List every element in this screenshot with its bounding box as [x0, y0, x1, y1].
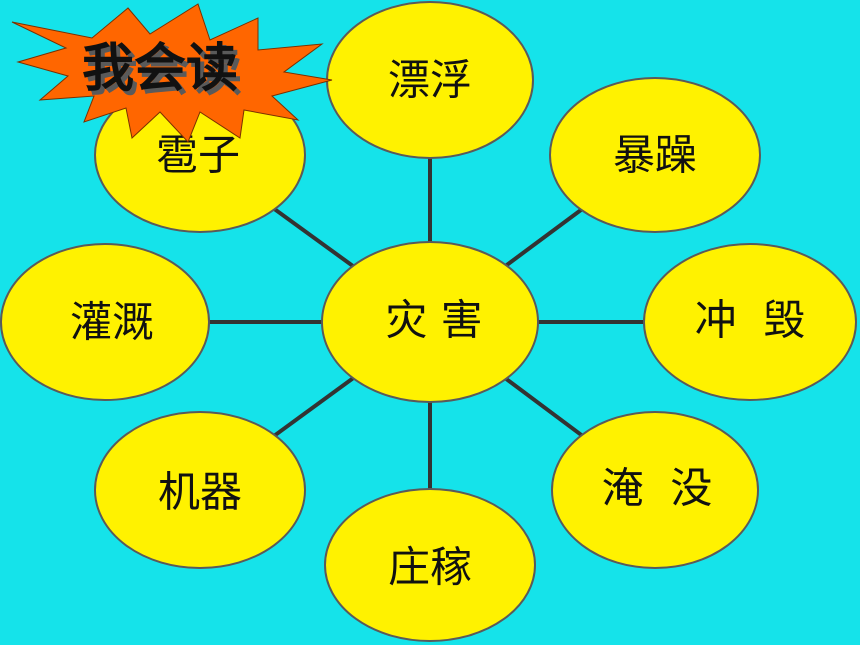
- node-label: 淹 没: [602, 464, 713, 513]
- node-baozao: 暴躁: [549, 77, 761, 233]
- center-node-zaihai: 灾 害: [321, 241, 539, 403]
- node-label: 漂浮: [388, 56, 472, 105]
- node-label: 灌溉: [70, 298, 154, 347]
- node-label: 暴躁: [613, 131, 697, 180]
- page-title: 我会读: [82, 39, 238, 99]
- node-label: 冲 毁: [695, 296, 806, 345]
- node-piaofu: 漂浮: [326, 1, 534, 159]
- node-chonghui: 冲 毁: [643, 243, 857, 401]
- node-label: 机器: [158, 468, 242, 517]
- title-shadow: 我会读: [86, 43, 242, 103]
- node-label: 庄稼: [388, 543, 472, 592]
- node-zhuangjia: 庄稼: [324, 488, 536, 642]
- starburst-shape: [11, 3, 333, 143]
- node-jiqi: 机器: [94, 411, 306, 569]
- node-guangai: 灌溉: [0, 243, 210, 401]
- title-badge: 我会读 我会读: [11, 3, 333, 143]
- center-label: 灾 害: [385, 296, 482, 345]
- node-yanmo: 淹 没: [551, 411, 759, 569]
- node-label: 雹子: [156, 131, 240, 180]
